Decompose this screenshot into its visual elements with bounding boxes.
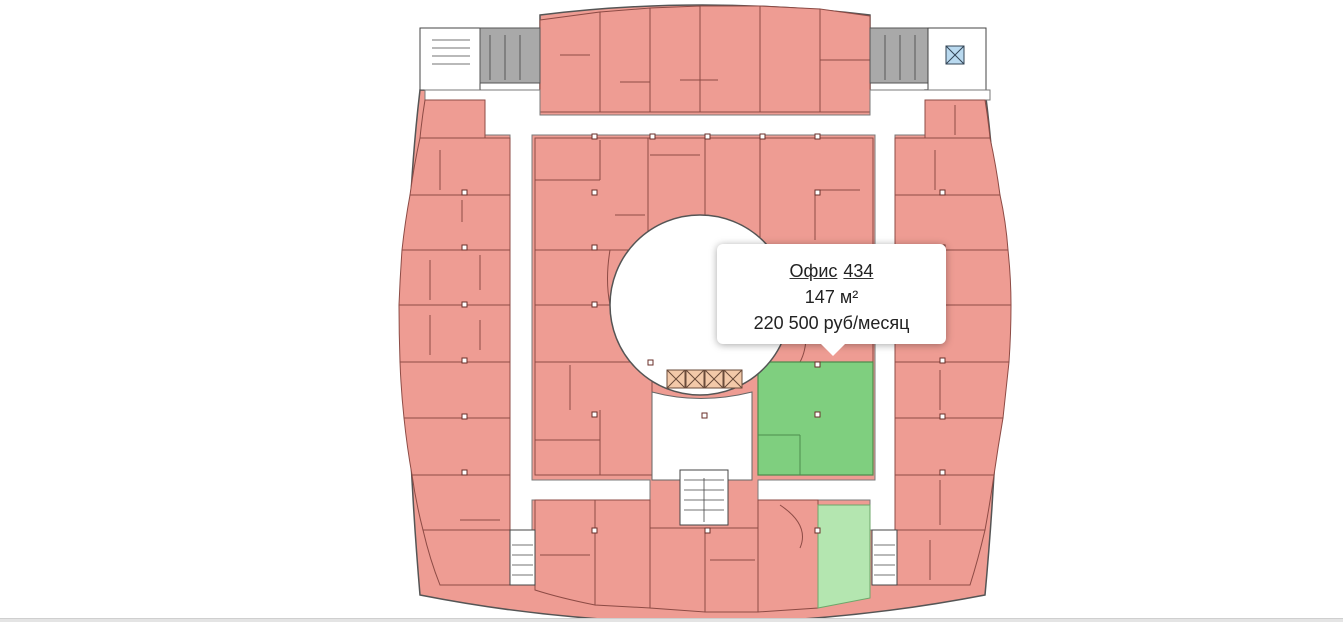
stair-top-left <box>419 27 481 91</box>
office-right-1[interactable] <box>924 99 991 139</box>
top-offices <box>539 5 871 113</box>
office-left-7[interactable] <box>403 417 511 476</box>
office-left-8[interactable] <box>411 474 511 531</box>
office-right-8[interactable] <box>894 474 995 531</box>
office-bottom-available[interactable] <box>817 504 871 609</box>
office-left-5[interactable] <box>398 304 511 363</box>
bottom-offices <box>534 499 871 613</box>
office-right-9[interactable] <box>894 529 986 586</box>
stair-bottom-left <box>509 529 536 586</box>
office-bottom-1[interactable] <box>534 499 596 606</box>
atrium-lobby <box>651 391 753 481</box>
office-right-6[interactable] <box>894 361 1010 419</box>
office-top-1[interactable] <box>539 11 601 113</box>
elevators <box>666 369 743 389</box>
office-label: Офис <box>789 261 838 281</box>
left-offices <box>398 99 511 586</box>
office-left-2[interactable] <box>409 137 511 196</box>
office-bottom-5[interactable] <box>757 499 819 613</box>
office-434[interactable] <box>757 361 874 476</box>
office-left-1[interactable] <box>419 99 486 139</box>
office-price: 220 500 руб/месяц <box>753 313 910 333</box>
office-inner-7[interactable] <box>534 361 653 476</box>
bottom-scrollbar[interactable] <box>0 618 1343 622</box>
office-top-5[interactable] <box>759 5 821 113</box>
office-number: 434 <box>843 261 874 281</box>
service-top-left <box>479 27 541 84</box>
office-top-4[interactable] <box>699 5 761 113</box>
office-top-3[interactable] <box>649 5 701 113</box>
office-area: 147 м² <box>804 287 859 307</box>
office-right-3[interactable] <box>894 194 1009 251</box>
office-right-7[interactable] <box>894 417 1004 476</box>
office-left-6[interactable] <box>399 361 511 419</box>
office-bottom-3[interactable] <box>649 527 706 613</box>
stair-bottom-right <box>871 529 898 586</box>
office-bottom-2[interactable] <box>594 499 651 609</box>
office-bottom-4[interactable] <box>704 527 759 613</box>
office-inner-5[interactable] <box>534 249 611 306</box>
office-left-4[interactable] <box>398 249 511 306</box>
office-left-3[interactable] <box>401 194 511 251</box>
office-right-2[interactable] <box>894 137 1001 196</box>
service-top-right <box>869 27 929 84</box>
office-top-2[interactable] <box>599 7 651 113</box>
office-left-9[interactable] <box>422 529 511 586</box>
